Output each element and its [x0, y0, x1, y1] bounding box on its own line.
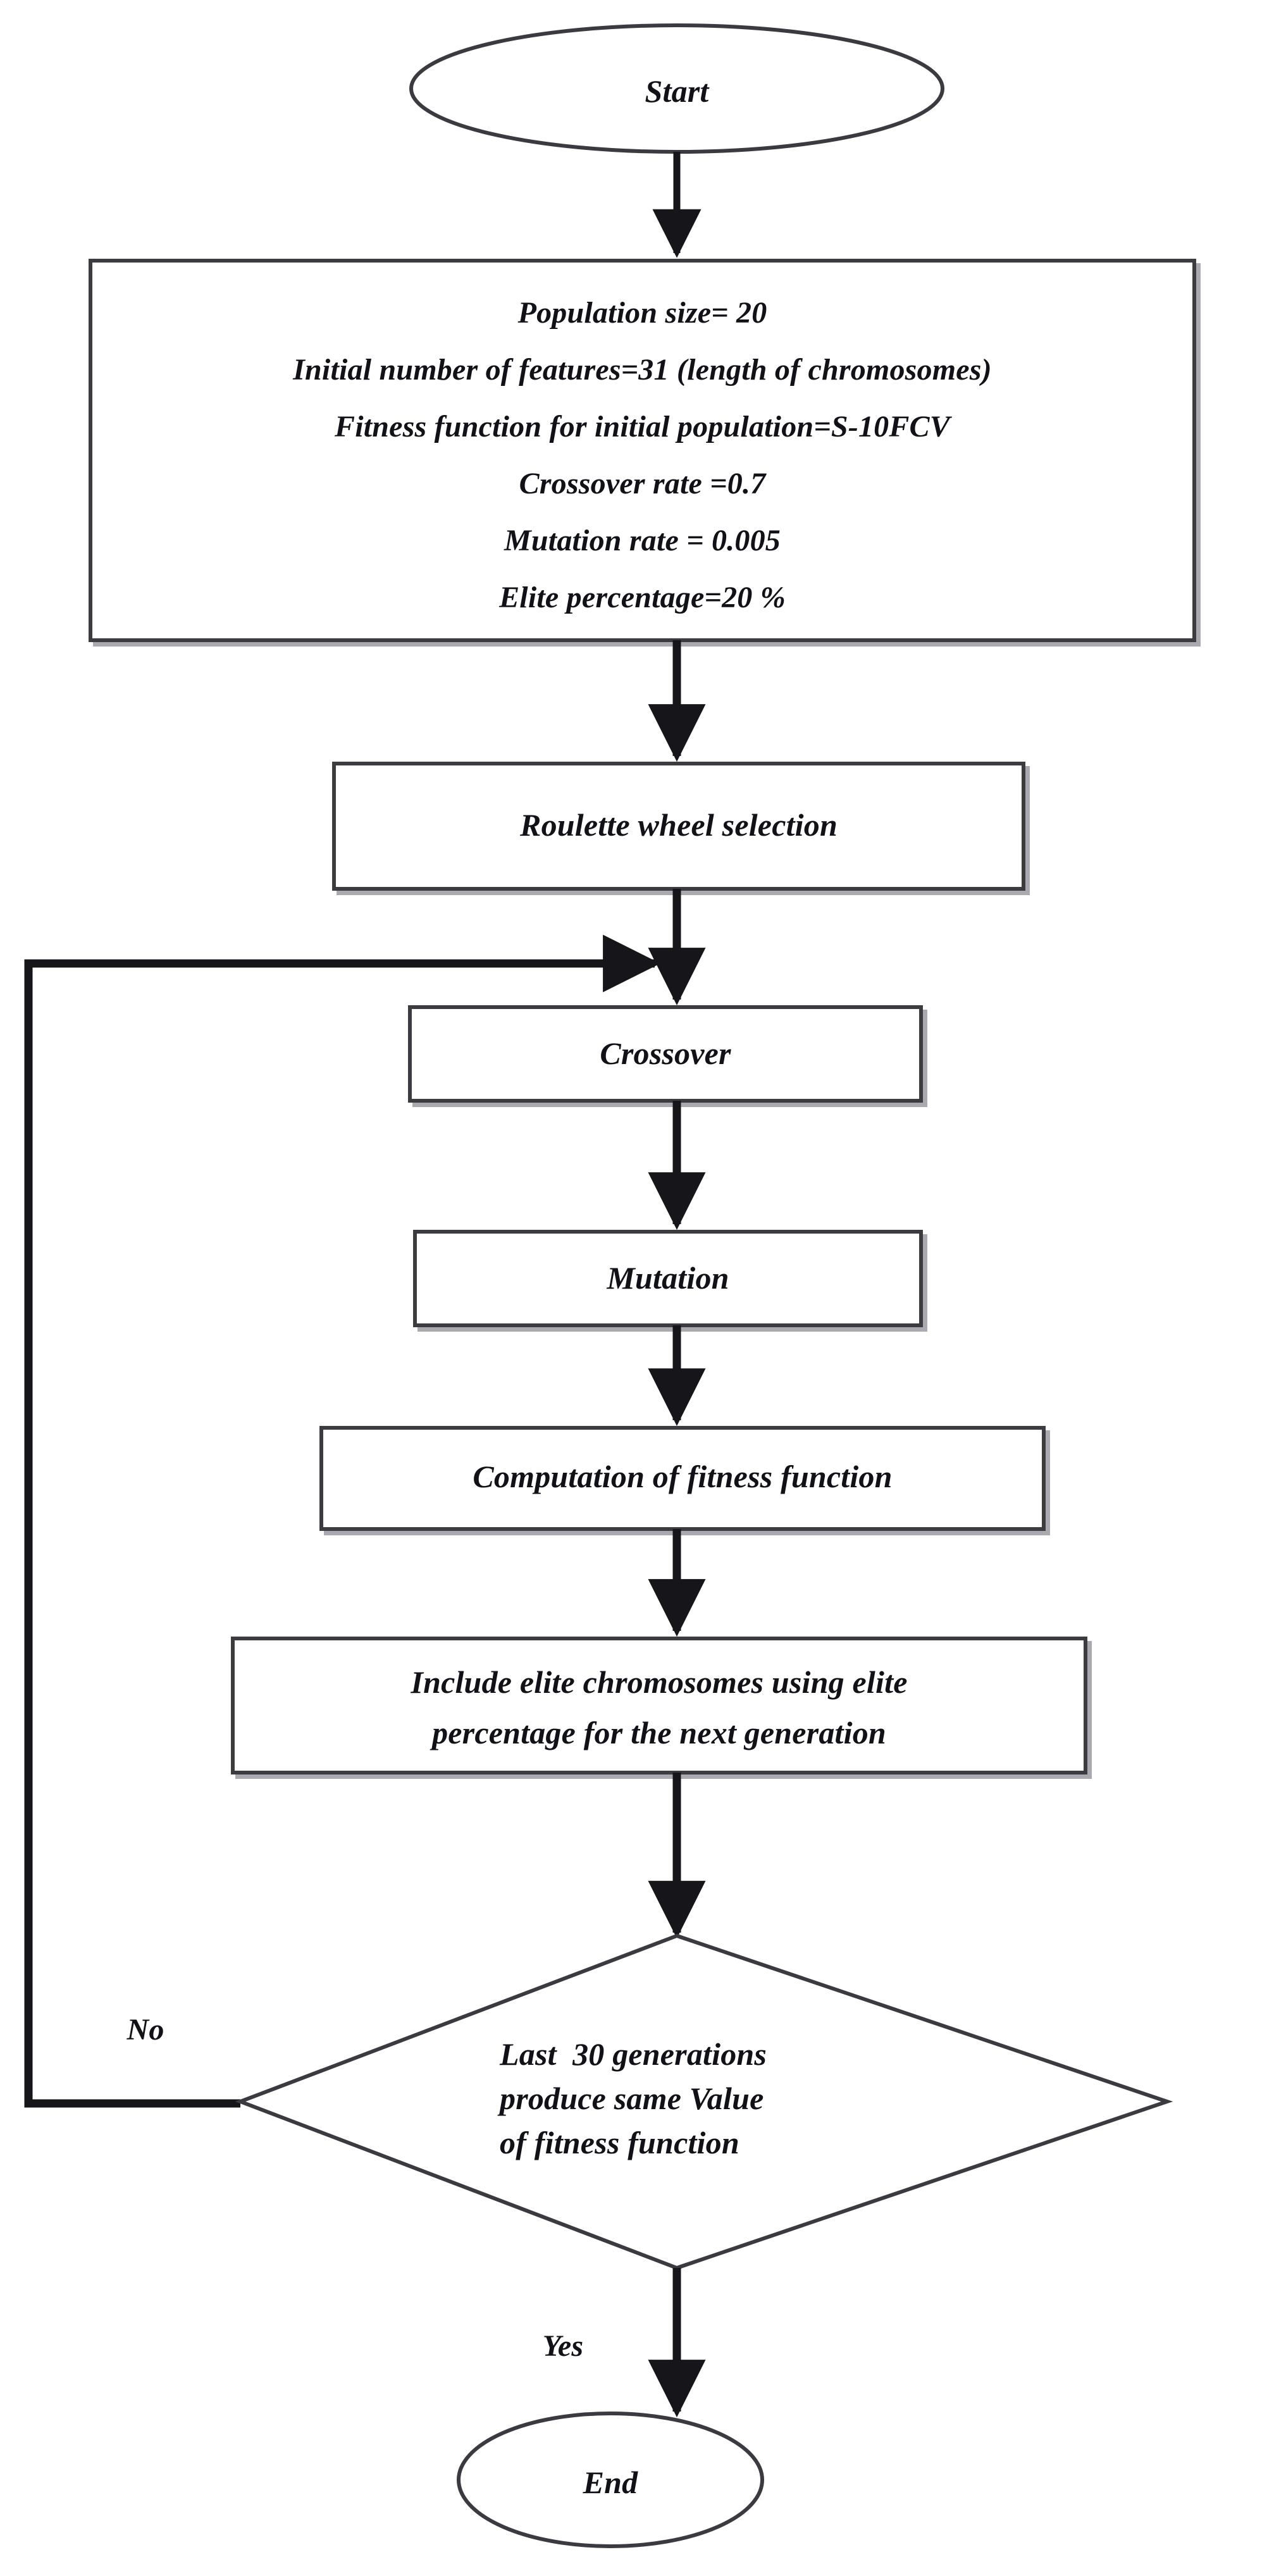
elite-node[interactable]	[233, 1638, 1085, 1773]
fitness-node-shape[interactable]	[319, 1426, 1046, 1531]
decision-node[interactable]	[240, 1936, 1167, 2268]
end-node-shape[interactable]	[457, 2412, 764, 2548]
parameters-node-shape[interactable]	[89, 259, 1196, 642]
elite-node-shape[interactable]	[231, 1637, 1087, 1774]
selection-node[interactable]	[334, 764, 1023, 889]
crossover-node-shape[interactable]	[408, 1005, 923, 1103]
mutation-node[interactable]	[415, 1232, 921, 1325]
start-node[interactable]	[411, 25, 943, 152]
end-node[interactable]	[459, 2413, 762, 2546]
fitness-node[interactable]	[321, 1428, 1044, 1529]
edge-decision-no-feedback	[24, 934, 661, 2108]
parameters-node[interactable]	[90, 261, 1194, 640]
crossover-node[interactable]	[410, 1007, 921, 1101]
mutation-node-shape[interactable]	[413, 1230, 923, 1327]
